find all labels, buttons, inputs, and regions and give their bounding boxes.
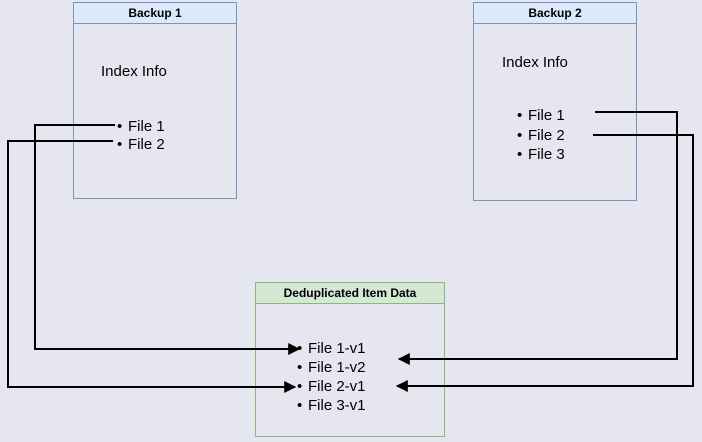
backup2-file-item: File 3 (517, 145, 565, 165)
dedup-item: File 2-v1 (297, 377, 366, 396)
backup2-file-list: File 1 File 2 File 3 (517, 106, 565, 165)
backup2-index-info-label: Index Info (502, 54, 568, 71)
dedup-item: File 1-v2 (297, 358, 366, 377)
dedup-title: Deduplicated Item Data (256, 283, 444, 304)
backup1-file-item: File 2 (117, 136, 165, 154)
dedup-item: File 3-v1 (297, 396, 366, 415)
backup1-title: Backup 1 (74, 3, 236, 24)
backup1-index-info-label: Index Info (101, 63, 167, 80)
backup2-title: Backup 2 (474, 3, 636, 24)
backup1-box: Backup 1 Index Info File 1 File 2 (73, 2, 237, 199)
backup1-file-item: File 1 (117, 118, 165, 136)
backup2-file-item: File 2 (517, 126, 565, 146)
backup1-file-list: File 1 File 2 (117, 118, 165, 154)
dedup-item: File 1-v1 (297, 339, 366, 358)
backup2-box: Backup 2 Index Info File 1 File 2 File 3 (473, 2, 637, 201)
deduplicated-item-data-box: Deduplicated Item Data File 1-v1 File 1-… (255, 282, 445, 437)
dedup-item-list: File 1-v1 File 1-v2 File 2-v1 File 3-v1 (297, 339, 366, 415)
backup2-file-item: File 1 (517, 106, 565, 126)
